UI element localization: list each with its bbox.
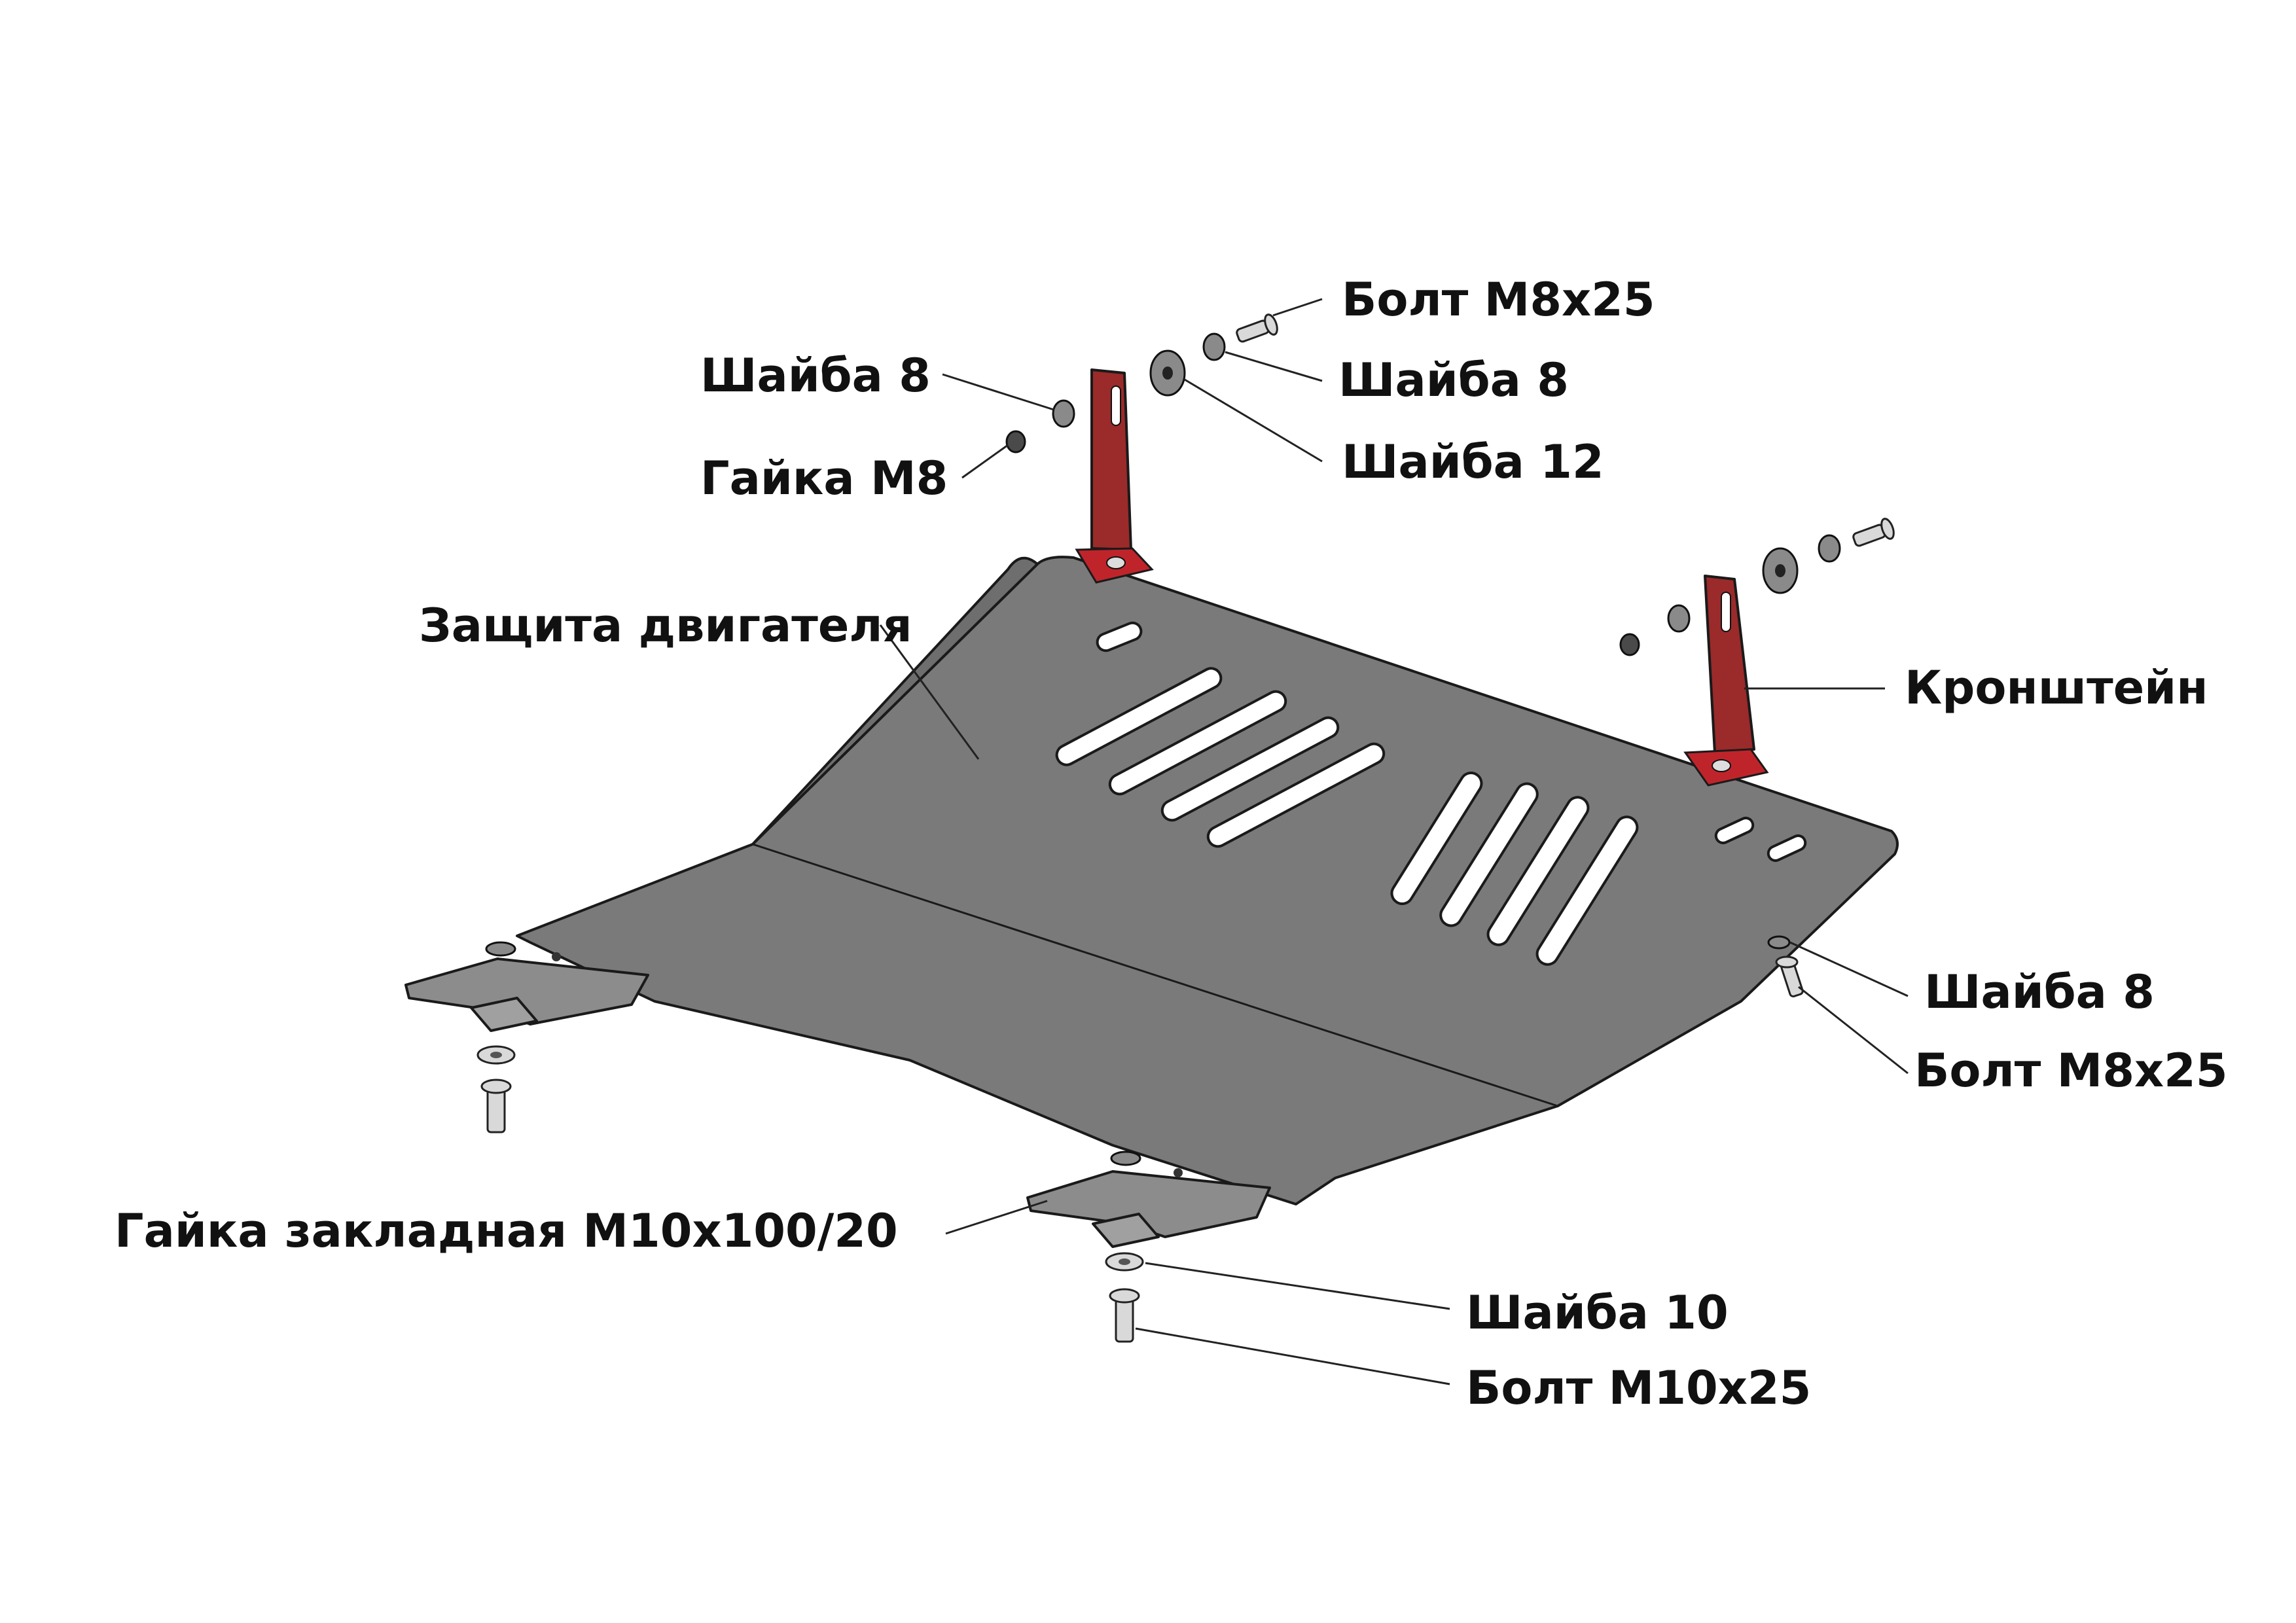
bracket-left[interactable] (1075, 368, 1154, 584)
bracket-right[interactable] (1683, 575, 1769, 787)
washer-8-right-part (1202, 332, 1226, 361)
label-washer-8-top-right: Шайба 8 (1338, 353, 1569, 407)
label-bracket: Кронштейн (1905, 661, 2208, 715)
label-bolt-m8x25-top: Болт М8х25 (1342, 273, 1655, 327)
label-washer-8-top-left: Шайба 8 (700, 349, 931, 402)
label-bolt-m10x25: Болт М10х25 (1466, 1361, 1811, 1415)
label-engine-guard: Защита двигателя (419, 599, 912, 652)
engine-guard-plate (516, 556, 1899, 1205)
labels: Болт М8х25 Шайба 8 Шайба 12 Шайба 8 Гайк… (115, 273, 2228, 1415)
mounting-foot-left (404, 941, 649, 1032)
label-washer-10: Шайба 10 (1466, 1286, 1729, 1340)
label-washer-12: Шайба 12 (1342, 435, 1604, 489)
hardware-center-bottom (1105, 1252, 1144, 1343)
hardware-left-bottom (476, 1045, 516, 1133)
vent-slots-right (1390, 772, 1807, 966)
leader-lines (879, 298, 1909, 1385)
washer-8-left-part (1052, 399, 1075, 428)
hardware-top-left (1005, 313, 1278, 454)
hardware-right-lower (1767, 935, 1804, 998)
mounting-foot-center (1026, 1150, 1271, 1248)
label-embedded-nut: Гайка закладная М10х100/20 (115, 1204, 898, 1258)
bolt-m8x25-top-part (1236, 313, 1278, 343)
label-nut-m8: Гайка М8 (700, 452, 948, 505)
label-washer-8-right: Шайба 8 (1924, 965, 2155, 1019)
bolt-m10x25-part (1109, 1288, 1140, 1343)
hardware-top-right (1619, 518, 1895, 656)
vent-slots-left (1055, 621, 1386, 848)
nut-m8-part (1005, 430, 1026, 454)
label-bolt-m8x25-right: Болт М8х25 (1914, 1044, 2228, 1097)
